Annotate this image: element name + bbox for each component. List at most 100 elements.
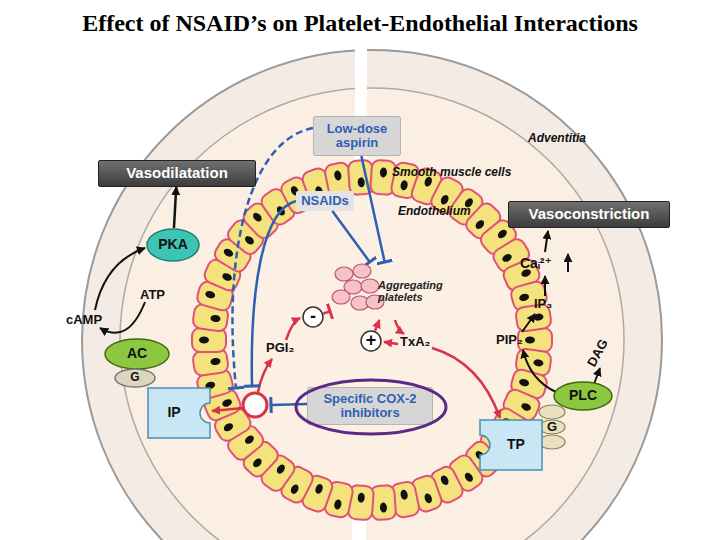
cell-nucleus: [439, 474, 450, 486]
platelet: [353, 264, 371, 278]
cell-nucleus: [204, 290, 216, 299]
receptor-shape: [480, 420, 542, 470]
cell-nucleus: [496, 228, 508, 240]
cell-nucleus: [221, 398, 233, 408]
effect-box: Vasoconstriction: [508, 201, 670, 228]
oval-shape: [105, 339, 169, 369]
cell-nucleus: [314, 483, 324, 495]
g-subunit: [539, 435, 565, 449]
node-text: Specific COX-2 inhibitors: [312, 392, 428, 421]
vessel-cell: [348, 160, 374, 196]
cell-nucleus: [520, 402, 532, 412]
mediator-arrow: [212, 408, 243, 411]
layer-label: Endothelium: [398, 204, 471, 218]
signal-arrow: [544, 276, 546, 296]
mediator-arrow: [395, 320, 404, 334]
platelet-cluster: Aggregating platelets: [330, 262, 452, 320]
connector: [361, 156, 384, 262]
cell-nucleus: [533, 359, 544, 367]
drug-box: NSAIDs: [296, 191, 354, 211]
activate-sign: +: [360, 330, 382, 352]
node-text: -: [310, 307, 316, 327]
node-text: G: [547, 420, 557, 434]
node-text: NSAIDs: [301, 194, 349, 208]
molecule-label: ATP: [140, 287, 165, 302]
oval-shape: [147, 229, 199, 261]
node-text: PKA: [158, 237, 188, 252]
effect-box: Vasodilatation: [98, 160, 256, 187]
connector: [375, 320, 379, 331]
drug-box: Low-dose aspirin: [313, 116, 401, 156]
drug-box: Specific COX-2 inhibitors: [307, 387, 433, 425]
increase-arrow: [567, 254, 569, 272]
cell-nucleus: [518, 293, 530, 302]
cell-nucleus: [199, 337, 209, 344]
cell-nucleus: [400, 489, 409, 500]
connector: [323, 311, 330, 313]
layer-label: Smooth muscle cells: [392, 165, 511, 179]
node-text: Vasoconstriction: [529, 206, 650, 223]
cell-nucleus: [243, 434, 255, 446]
platelet-group: [330, 262, 382, 320]
cell-nucleus: [463, 471, 474, 483]
cell-nucleus: [251, 457, 263, 469]
vessel-lumen: [226, 194, 518, 486]
receptor-box: IP: [148, 388, 210, 438]
cell-nucleus: [333, 170, 342, 181]
cell-nucleus: [357, 492, 365, 502]
signal-arrow: [522, 314, 535, 332]
node-text: Vasodilatation: [126, 165, 228, 182]
cell-body: [348, 160, 374, 196]
cell-nucleus: [289, 483, 300, 495]
inhibition-line: [252, 201, 296, 386]
kinase-oval: PKA: [146, 228, 200, 262]
node-text: +: [366, 331, 377, 351]
signal-arrow: [594, 368, 600, 384]
cell-nucleus: [210, 314, 221, 322]
platelet: [335, 267, 353, 281]
molecule-label: IP₃: [534, 296, 552, 311]
g-subunit: [539, 420, 565, 434]
cell-nucleus: [222, 247, 234, 258]
cell-body: [370, 485, 396, 521]
cell-nucleus: [210, 357, 221, 365]
cell-nucleus: [423, 492, 433, 504]
smooth-muscle-layer: [120, 88, 624, 540]
g-subunit: [539, 405, 565, 419]
signal-arrow: [95, 248, 145, 310]
node-text: TP: [507, 437, 525, 452]
connector: [174, 187, 176, 228]
enzyme-oval: AC: [104, 338, 170, 370]
mediator-arrow: [258, 359, 272, 392]
node-text: AC: [127, 346, 147, 361]
node-text: PLC: [569, 388, 597, 403]
cell-nucleus: [518, 378, 530, 387]
receptor-shape: [148, 388, 210, 438]
diagram-title: Effect of NSAID’s on Platelet-Endothelia…: [0, 10, 720, 37]
molecule-label: cAMP: [66, 312, 102, 327]
connector: [332, 211, 369, 262]
mediator-arrow: [286, 318, 300, 340]
enzyme-oval: PLC: [553, 381, 613, 411]
signal-arrow: [545, 231, 548, 252]
node-text: IP: [167, 405, 180, 420]
node-text: Low-dose aspirin: [318, 122, 396, 151]
inhibit-sign: -: [302, 306, 324, 328]
cell-nucleus: [380, 502, 388, 512]
ion-label: Caᵢ²⁺: [520, 255, 552, 271]
cell-nucleus: [251, 211, 263, 223]
cell-nucleus: [357, 177, 365, 187]
adventitia-layer: [82, 50, 662, 540]
cell-nucleus: [474, 218, 486, 230]
node-text: Aggregating platelets: [378, 279, 452, 303]
molecule-label: DAG: [584, 336, 611, 369]
cell-nucleus: [439, 194, 450, 206]
cell-nucleus: [501, 252, 513, 263]
cell-nucleus: [222, 422, 234, 433]
receptor-box: TP: [480, 420, 542, 470]
endothelial-cell-source: [243, 393, 267, 417]
highlight-ring: [296, 380, 446, 434]
platelet: [361, 279, 379, 293]
oval-shape: [361, 331, 381, 351]
